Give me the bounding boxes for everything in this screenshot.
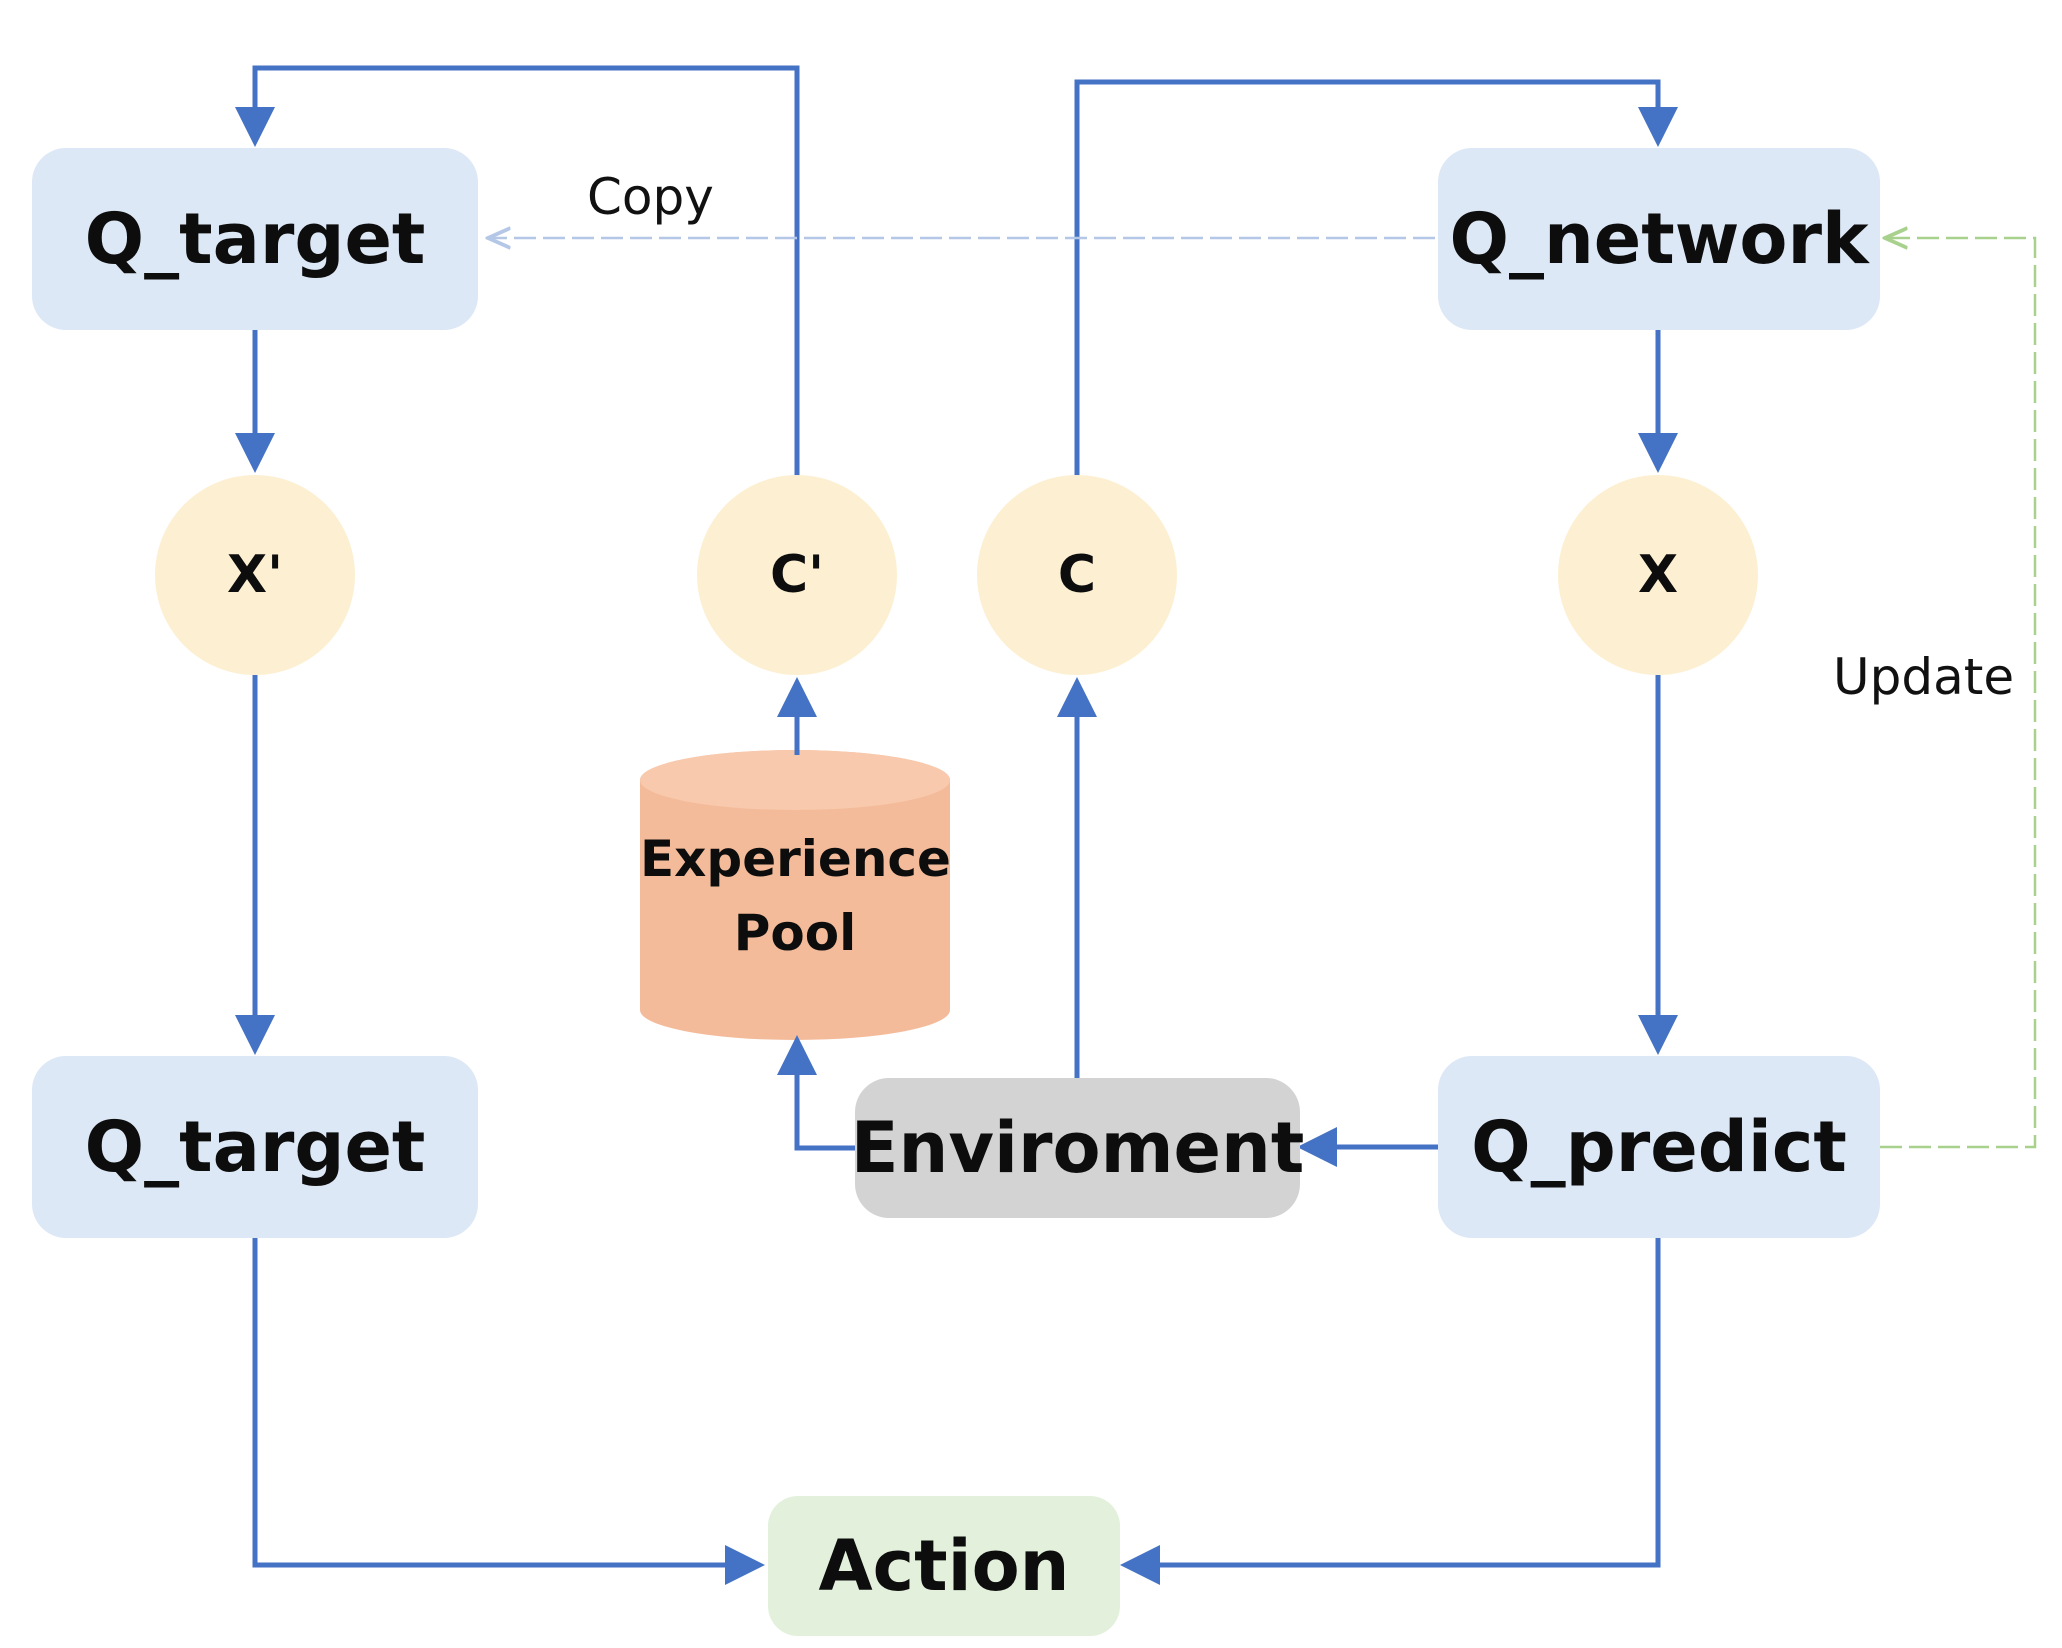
experience-pool-line2: Pool xyxy=(733,904,857,962)
copy-label: Copy xyxy=(587,168,714,226)
action-node: Action xyxy=(768,1496,1120,1636)
c-node: C xyxy=(977,475,1177,675)
q-target-top-node: Q_target xyxy=(32,148,478,330)
edge-environment-to-pool xyxy=(777,1035,855,1151)
q-predict-node: Q_predict xyxy=(1438,1056,1880,1238)
c-prime-node: C' xyxy=(697,475,897,675)
experience-pool-cylinder xyxy=(640,750,950,1040)
edge-cprime-to-qtarget xyxy=(235,65,800,478)
experience-pool-label: Experience Pool xyxy=(640,822,951,970)
x-prime-node: X' xyxy=(155,475,355,675)
environment-node: Enviroment xyxy=(851,1078,1304,1218)
edge-qtarget-to-action xyxy=(252,1238,765,1585)
edge-update xyxy=(1880,238,2037,1149)
q-network-node: Q_network xyxy=(1438,148,1880,330)
edge-c-to-qnetwork xyxy=(1074,79,1678,478)
update-label: Update xyxy=(1833,648,2015,706)
edge-qpredict-to-action xyxy=(1120,1238,1661,1585)
q-target-bottom-node: Q_target xyxy=(32,1056,478,1238)
experience-pool-line1: Experience xyxy=(640,830,951,888)
x-node: X xyxy=(1558,475,1758,675)
